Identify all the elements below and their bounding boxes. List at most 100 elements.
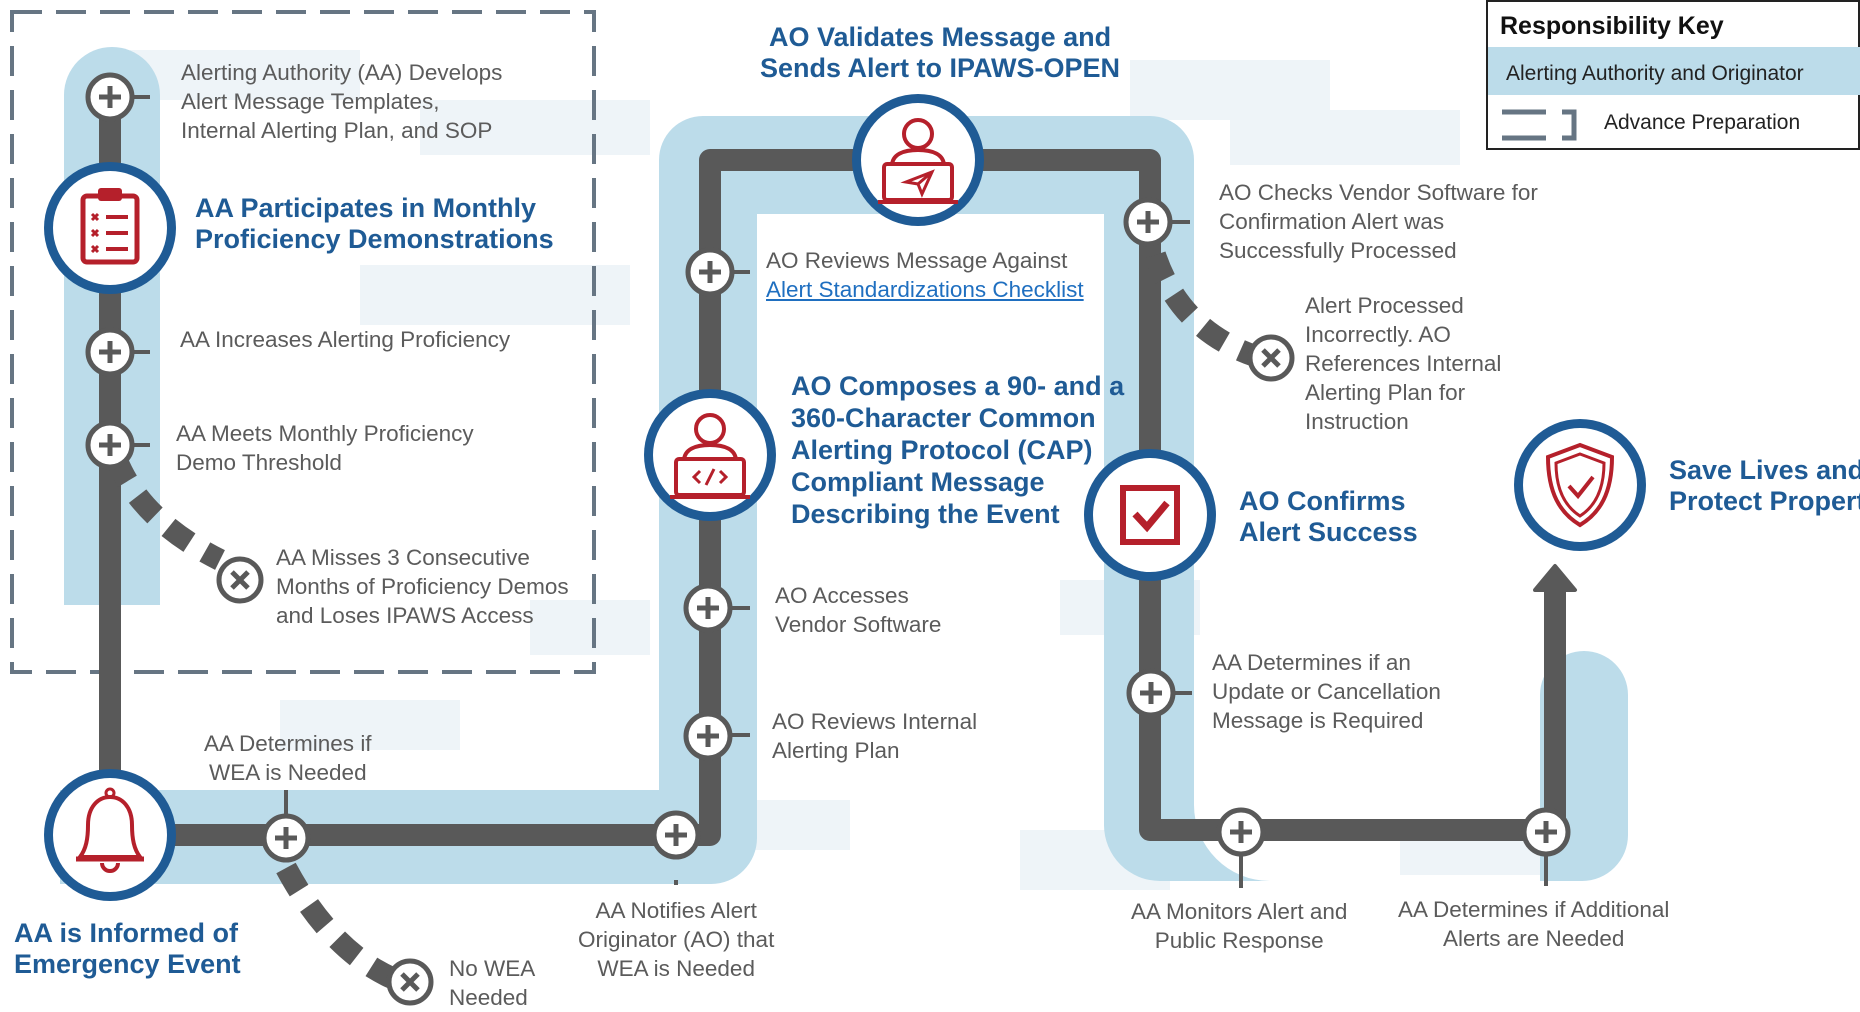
plus-icon [683,711,733,761]
step-text: AA Meets Monthly Proficiency [176,421,474,446]
step-text: AA Monitors Alert and [1131,899,1348,924]
step-text: AO Checks Vendor Software for [1219,180,1538,205]
step-text: Months of Proficiency Demos [276,574,569,599]
step-text: Instruction [1305,409,1409,434]
step-text: Incorrectly. AO [1305,322,1451,347]
major-text: Alert Success [1239,517,1418,547]
step-text: AA Determines if an [1212,650,1411,675]
plus-icon [85,420,135,470]
band-u-shape [60,116,1628,884]
step-text: Alert Processed [1305,293,1464,318]
plus-icon [651,810,701,860]
step-develop-templates: Alerting Authority (AA) Develops Alert M… [181,58,502,145]
step-text: AA Increases Alerting Proficiency [180,327,511,352]
step-text: Needed [449,985,528,1010]
major-validate-send: AO Validates Message and Sends Alert to … [760,22,1120,84]
x-nodes [216,334,1295,1006]
plus-icon [1216,807,1266,857]
major-compose-cap-message: AO Composes a 90- and a 360-Character Co… [791,370,1124,530]
major-nodes [44,94,1646,901]
step-text: No WEA [449,956,536,981]
major-text: AA is Informed of [14,918,239,948]
major-informed-of-event: AA is Informed of Emergency Event [14,918,241,980]
user-laptop-send-icon [852,94,984,226]
step-text: Internal Alerting Plan, and SOP [181,118,493,143]
advance-preparation-box [10,10,596,674]
key-band-label: Alerting Authority and Originator [1506,62,1804,85]
step-text: Alerts are Needed [1443,926,1625,951]
step-additional-alerts: AA Determines if Additional Alerts are N… [1398,895,1669,953]
key-title: Responsibility Key [1500,12,1724,40]
step-text: AO Reviews Internal [772,709,978,734]
step-text: Demo Threshold [176,450,342,475]
plus-icon [1126,668,1176,718]
plus-icon [1521,807,1571,857]
branch-s5 [105,453,225,570]
step-access-vendor: AO Accesses Vendor Software [775,581,941,639]
shield-check-icon [1514,419,1646,551]
step-text: AA Misses 3 Consecutive [276,545,530,570]
major-text: Emergency Event [14,949,241,979]
step-text: WEA is Needed [209,760,367,785]
step-text: Alerting Plan for [1305,380,1466,405]
checkbox-icon [1084,449,1216,581]
major-text: AO Composes a 90- and a [791,371,1125,401]
step-update-cancellation: AA Determines if an Update or Cancellati… [1212,648,1441,735]
step-text: AA Notifies Alert [595,898,757,923]
major-monthly-demonstrations: AA Participates in Monthly Proficiency D… [195,193,554,255]
step-text: Originator (AO) that [578,927,775,952]
major-confirm-alert-success: AO Confirms Alert Success [1239,486,1418,548]
step-check-vendor-software: AO Checks Vendor Software for Confirmati… [1219,178,1538,265]
step-text: Message is Required [1212,708,1424,733]
major-text: Protect Property [1669,486,1860,516]
step-text: AO Accesses [775,583,909,608]
arrowhead [1533,564,1577,592]
major-text: AO Validates Message and [768,22,1112,52]
major-text: Proficiency Demonstrations [195,224,554,254]
major-text: Describing the Event [791,499,1060,529]
branch-s15 [1144,251,1259,367]
plus-icon [683,583,733,633]
x-icon [216,556,264,604]
major-text: Save Lives and [1669,455,1860,485]
step-meet-threshold: AA Meets Monthly Proficiency Demo Thresh… [176,419,474,477]
step-determine-wea: AA Determines if WEA is Needed [204,729,372,787]
step-notify-originator: AA Notifies Alert Originator (AO) that W… [578,896,774,983]
step-no-wea: No WEA Needed [449,954,535,1012]
step-review-checklist: AO Reviews Message Against Alert Standar… [766,246,1084,304]
step-text: Alert Message Templates, [181,89,440,114]
key-band-swatch [1488,47,1860,95]
key-dash-swatch [1502,109,1577,141]
step-miss-demos: AA Misses 3 Consecutive Months of Profic… [276,543,569,630]
major-text: 360-Character Common [791,403,1096,433]
step-text: AO Reviews Message Against [766,248,1068,273]
step-text: and Loses IPAWS Access [276,603,534,628]
major-text: Compliant Message [791,467,1045,497]
step-text: Alerting Plan [772,738,900,763]
plus-icon [1123,197,1173,247]
plus-icon [685,247,735,297]
step-monitor-response: AA Monitors Alert and Public Response [1131,897,1347,955]
clipboard-icon [44,162,176,294]
step-text: AA Determines if Additional [1398,897,1670,922]
step-text: Public Response [1154,928,1324,953]
plus-nodes [85,72,1571,863]
major-text: Alerting Protocol (CAP) [791,435,1093,465]
step-text: Update or Cancellation [1212,679,1441,704]
major-text: AO Confirms [1239,486,1406,516]
responsibility-key: Responsibility Key Alerting Authority an… [1486,0,1860,150]
step-text: Confirmation Alert was [1219,209,1445,234]
alert-checklist-link[interactable]: Alert Standardizations Checklist [766,277,1084,302]
major-text: AA Participates in Monthly [195,193,537,223]
step-text: Alerting Authority (AA) Develops [181,60,503,85]
major-save-lives: Save Lives and Protect Property [1669,455,1860,517]
branch-s7 [276,862,397,989]
step-text: Vendor Software [775,612,942,637]
branch-lines [105,251,1259,989]
step-review-internal-plan: AO Reviews Internal Alerting Plan [772,707,977,765]
plus-icon [261,813,311,863]
x-icon [1247,334,1295,382]
bell-icon [44,769,176,901]
step-processed-incorrectly: Alert Processed Incorrectly. AO Referenc… [1305,291,1501,436]
